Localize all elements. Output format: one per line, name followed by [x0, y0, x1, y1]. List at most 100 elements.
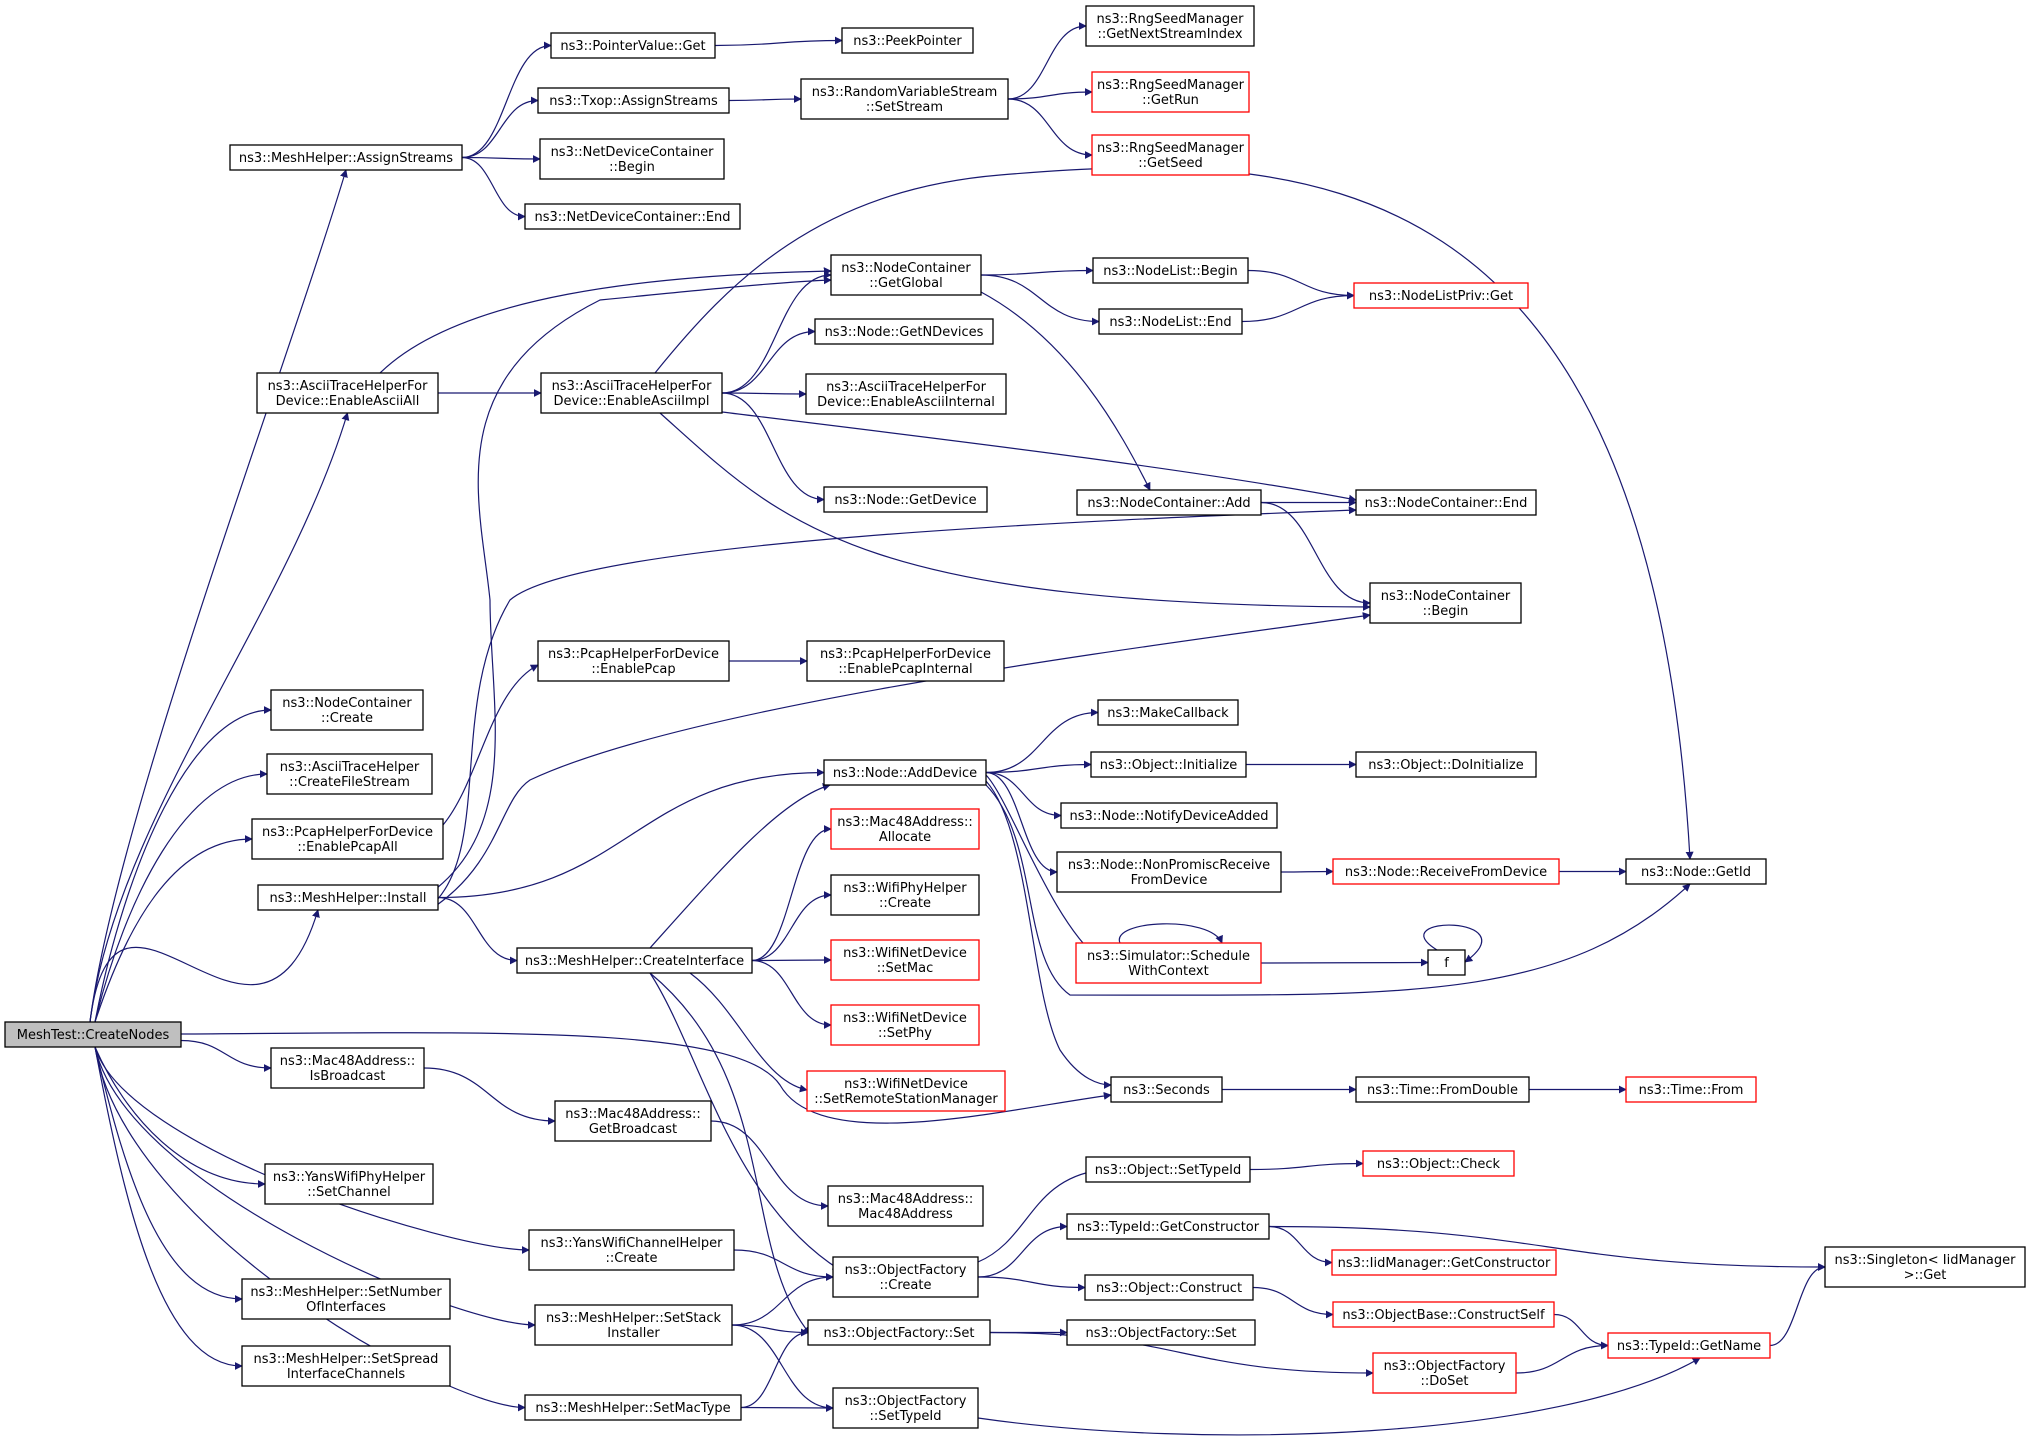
node-rngSeed[interactable]: ns3::RngSeedManager::GetSeed [1091, 134, 1250, 176]
edge-root-to-createFileStream [94, 770, 268, 1023]
edge-ofSet-to-ofDoSet [989, 1331, 1374, 1377]
node-asciiImpl[interactable]: ns3::AsciiTraceHelperForDevice::EnableAs… [540, 372, 723, 414]
node-label: Allocate [879, 830, 931, 845]
node-ofSet2[interactable]: ns3::ObjectFactory::Set [1066, 1319, 1256, 1346]
node-nlPrivGet[interactable]: ns3::NodeListPriv::Get [1353, 282, 1529, 309]
node-yansSetChannel[interactable]: ns3::YansWifiPhyHelper::SetChannel [264, 1163, 434, 1205]
node-ncAdd[interactable]: ns3::NodeContainer::Add [1076, 489, 1262, 516]
node-box [823, 759, 987, 786]
node-pcapAll[interactable]: ns3::PcapHelperForDevice::EnablePcapAll [251, 818, 444, 860]
node-pvGet[interactable]: ns3::PointerValue::Get [550, 32, 716, 59]
node-setMacType[interactable]: ns3::MeshHelper::SetMacType [524, 1394, 742, 1421]
node-asciiAll[interactable]: ns3::AsciiTraceHelperForDevice::EnableAs… [256, 372, 439, 414]
edge-nlBegin-to-nlPrivGet [1247, 269, 1355, 300]
node-iidGetCtor[interactable]: ns3::IidManager::GetConstructor [1331, 1249, 1557, 1276]
node-tidGetName[interactable]: ns3::TypeId::GetName [1607, 1332, 1771, 1359]
node-box [806, 1070, 1006, 1112]
node-label: ns3::RandomVariableStream [812, 85, 998, 100]
node-seconds[interactable]: ns3::Seconds [1110, 1076, 1223, 1103]
node-label: ns3::AsciiTraceHelperFor [552, 379, 713, 394]
node-ncBegin[interactable]: ns3::NodeContainer::Begin [1369, 582, 1522, 624]
edge-rvsSetStream-to-rngRun [1007, 88, 1093, 100]
node-timeFromDouble[interactable]: ns3::Time::FromDouble [1355, 1076, 1530, 1103]
node-objConstruct[interactable]: ns3::Object::Construct [1084, 1274, 1254, 1301]
node-label: Installer [607, 1326, 660, 1341]
node-ofCreate[interactable]: ns3::ObjectFactory::Create [832, 1256, 979, 1298]
node-ofDoSet[interactable]: ns3::ObjectFactory::DoSet [1372, 1352, 1517, 1394]
node-createIf[interactable]: ns3::MeshHelper::CreateInterface [516, 947, 753, 974]
node-box [807, 1319, 991, 1346]
node-nodeGetId[interactable]: ns3::Node::GetId [1625, 858, 1767, 885]
node-install[interactable]: ns3::MeshHelper::Install [257, 884, 439, 911]
node-txopAssign[interactable]: ns3::Txop::AssignStreams [537, 87, 730, 114]
node-objCheck[interactable]: ns3::Object::Check [1362, 1150, 1515, 1177]
node-tidGetCtor[interactable]: ns3::TypeId::GetConstructor [1066, 1213, 1270, 1240]
node-wifiPhyCreate[interactable]: ns3::WifiPhyHelper::Create [830, 874, 980, 916]
node-ncGetGlobal[interactable]: ns3::NodeContainer::GetGlobal [830, 254, 982, 296]
node-objInit[interactable]: ns3::Object::Initialize [1090, 751, 1247, 778]
node-objSetTypeId[interactable]: ns3::Object::SetTypeId [1085, 1156, 1251, 1183]
node-ofSetTypeId[interactable]: ns3::ObjectFactory::SetTypeId [832, 1387, 979, 1429]
node-label: f [1444, 956, 1449, 971]
edge-nodeAddDevice-to-nodeGetId [985, 784, 1691, 996]
node-ndcEnd[interactable]: ns3::NetDeviceContainer::End [524, 203, 741, 230]
node-label: ::Begin [1423, 604, 1469, 619]
node-box [806, 640, 1005, 682]
node-ncEnd[interactable]: ns3::NodeContainer::End [1355, 489, 1537, 516]
edge-install-to-ncGetGlobal [436, 276, 832, 889]
node-enablePcap[interactable]: ns3::PcapHelperForDevice::EnablePcap [537, 640, 730, 682]
node-peekPointer[interactable]: ns3::PeekPointer [841, 27, 974, 54]
edge-createIf-to-wndSetPhy [751, 959, 832, 1029]
node-macAllocate[interactable]: ns3::Mac48Address::Allocate [830, 808, 980, 850]
node-label: ns3::AsciiTraceHelperFor [268, 379, 429, 394]
node-getDevice[interactable]: ns3::Node::GetDevice [823, 486, 988, 513]
node-obConstructSelf[interactable]: ns3::ObjectBase::ConstructSelf [1332, 1301, 1555, 1328]
node-setSpread[interactable]: ns3::MeshHelper::SetSpreadInterfaceChann… [241, 1345, 451, 1387]
node-label: ns3::NetDeviceContainer [551, 145, 715, 160]
node-recvFromDev[interactable]: ns3::Node::ReceiveFromDevice [1332, 858, 1560, 885]
node-getNDevices[interactable]: ns3::Node::GetNDevices [814, 318, 994, 345]
node-nlBegin[interactable]: ns3::NodeList::Begin [1092, 257, 1249, 284]
node-pcapInternal[interactable]: ns3::PcapHelperForDevice::EnablePcapInte… [806, 640, 1005, 682]
node-wndSetRsm[interactable]: ns3::WifiNetDevice::SetRemoteStationMana… [806, 1070, 1006, 1112]
node-macCtor[interactable]: ns3::Mac48Address::Mac48Address [827, 1185, 984, 1227]
node-wndSetMac[interactable]: ns3::WifiNetDevice::SetMac [830, 939, 980, 981]
node-label: ns3::AsciiTraceHelper [280, 760, 420, 775]
edge-ofCreate-to-tidGetCtor [977, 1222, 1068, 1278]
node-wndSetPhy[interactable]: ns3::WifiNetDevice::SetPhy [830, 1004, 980, 1046]
node-label: ::SetChannel [307, 1185, 390, 1200]
node-asciiInternal[interactable]: ns3::AsciiTraceHelperForDevice::EnableAs… [805, 373, 1007, 415]
node-ofSet[interactable]: ns3::ObjectFactory::Set [807, 1319, 991, 1346]
node-box [1084, 1274, 1254, 1301]
node-notifyAdded[interactable]: ns3::Node::NotifyDeviceAdded [1060, 802, 1278, 829]
node-createFileStream[interactable]: ns3::AsciiTraceHelper::CreateFileStream [266, 753, 433, 795]
node-box [1332, 1301, 1555, 1328]
node-rvsSetStream[interactable]: ns3::RandomVariableStream::SetStream [800, 78, 1009, 120]
node-label: ns3::ObjectFactory [1384, 1359, 1506, 1374]
node-f[interactable]: f [1427, 949, 1466, 976]
node-rngRun[interactable]: ns3::RngSeedManager::GetRun [1091, 71, 1250, 113]
node-nodeAddDevice[interactable]: ns3::Node::AddDevice [823, 759, 987, 786]
node-makeCallback[interactable]: ns3::MakeCallback [1097, 699, 1239, 726]
node-assignStreams[interactable]: ns3::MeshHelper::AssignStreams [229, 144, 463, 171]
node-label: ns3::ObjectBase::ConstructSelf [1342, 1308, 1545, 1323]
node-ndcBegin[interactable]: ns3::NetDeviceContainer::Begin [539, 138, 725, 180]
node-timeFrom[interactable]: ns3::Time::From [1625, 1076, 1757, 1103]
node-yansChanCreate[interactable]: ns3::YansWifiChannelHelper::Create [528, 1229, 735, 1271]
node-ncCreate[interactable]: ns3::NodeContainer::Create [270, 689, 424, 731]
node-singletonGet[interactable]: ns3::Singleton< IidManager >::Get [1824, 1246, 2026, 1288]
node-isBroadcast[interactable]: ns3::Mac48Address::IsBroadcast [270, 1047, 425, 1089]
node-rngNext[interactable]: ns3::RngSeedManager::GetNextStreamIndex [1085, 5, 1255, 47]
node-label: ns3::Object::SetTypeId [1095, 1163, 1241, 1178]
node-macGetBroadcast[interactable]: ns3::Mac48Address::GetBroadcast [554, 1100, 712, 1142]
edge-rvsSetStream-to-rngNext [1007, 22, 1087, 100]
node-label: ns3::WifiNetDevice [843, 1011, 967, 1026]
node-root[interactable]: MeshTest::CreateNodes [4, 1021, 182, 1048]
node-nlEnd[interactable]: ns3::NodeList::End [1098, 308, 1243, 335]
node-objDoInit[interactable]: ns3::Object::DoInitialize [1355, 751, 1537, 778]
